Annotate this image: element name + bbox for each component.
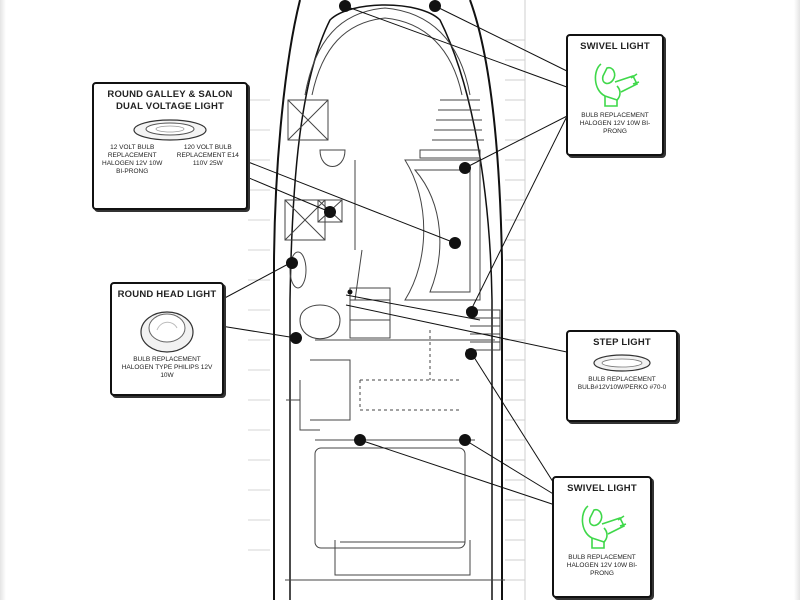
galley-light-title-line1: ROUND GALLEY & SALON bbox=[107, 89, 233, 100]
light-dot bbox=[449, 237, 461, 249]
galley-salon-light-callout: ROUND GALLEY & SALON DUAL VOLTAGE LIGHT … bbox=[92, 82, 248, 210]
swivel-light-bottom-title: SWIVEL LIGHT bbox=[567, 483, 637, 494]
right-ruler-lines bbox=[505, 0, 526, 600]
galley-light-title-line2: DUAL VOLTAGE LIGHT bbox=[115, 101, 225, 112]
round-fixture-icon bbox=[133, 119, 207, 141]
light-dot bbox=[324, 206, 336, 218]
step-light-callout: STEP LIGHT BULB REPLACEMENT BULB#12V10W/… bbox=[566, 330, 678, 422]
head-light-bulb-text: BULB REPLACEMENT HALOGEN TYPE PHILIPS 12… bbox=[121, 356, 213, 379]
light-dot bbox=[354, 434, 366, 446]
swivel-light-top-title: SWIVEL LIGHT bbox=[580, 41, 650, 52]
light-dot bbox=[466, 306, 478, 318]
round-head-light-callout: ROUND HEAD LIGHT BULB REPLACEMENT HALOGE… bbox=[110, 282, 224, 396]
light-dot bbox=[429, 0, 441, 12]
light-dot bbox=[347, 289, 353, 295]
swivel-light-icon bbox=[581, 505, 627, 549]
swivel-light-top-text: BULB REPLACEMENT HALOGEN 12V 10W BI-PRON… bbox=[579, 112, 651, 135]
page-edge-right bbox=[794, 0, 800, 600]
left-ruler-lines bbox=[248, 99, 270, 551]
light-dot bbox=[290, 332, 302, 344]
light-dot bbox=[459, 162, 471, 174]
step-light-bulb-text: BULB REPLACEMENT BULB#12V10W/PERKO #70-0 bbox=[577, 376, 667, 391]
swivel-light-top-callout: SWIVEL LIGHT BULB REPLACEMENT HALOGEN 12… bbox=[566, 34, 664, 156]
light-location-dots bbox=[286, 0, 478, 446]
head-light-title: ROUND HEAD LIGHT bbox=[117, 289, 217, 300]
swivel-light-icon bbox=[594, 63, 640, 107]
oval-step-light-icon bbox=[593, 354, 651, 372]
hull-interior-details bbox=[284, 7, 505, 581]
step-light-title: STEP LIGHT bbox=[593, 337, 651, 348]
light-dot bbox=[286, 257, 298, 269]
leader-lines bbox=[220, 5, 596, 506]
swivel-light-bottom-text: BULB REPLACEMENT HALOGEN 12V 10W BI-PRON… bbox=[566, 554, 638, 577]
light-dot bbox=[465, 348, 477, 360]
light-dot bbox=[339, 0, 351, 12]
page-edge-left bbox=[0, 0, 6, 600]
galley-light-120v-text: 120 VOLT BULB REPLACEMENT E14 110V 25W bbox=[176, 144, 239, 167]
light-dot bbox=[459, 434, 471, 446]
swivel-light-bottom-callout: SWIVEL LIGHT BULB REPLACEMENT HALOGEN 12… bbox=[552, 476, 652, 598]
round-dome-light-icon bbox=[140, 311, 194, 353]
galley-light-12v-text: 12 VOLT BULB REPLACEMENT HALOGEN 12V 10W… bbox=[102, 144, 163, 175]
